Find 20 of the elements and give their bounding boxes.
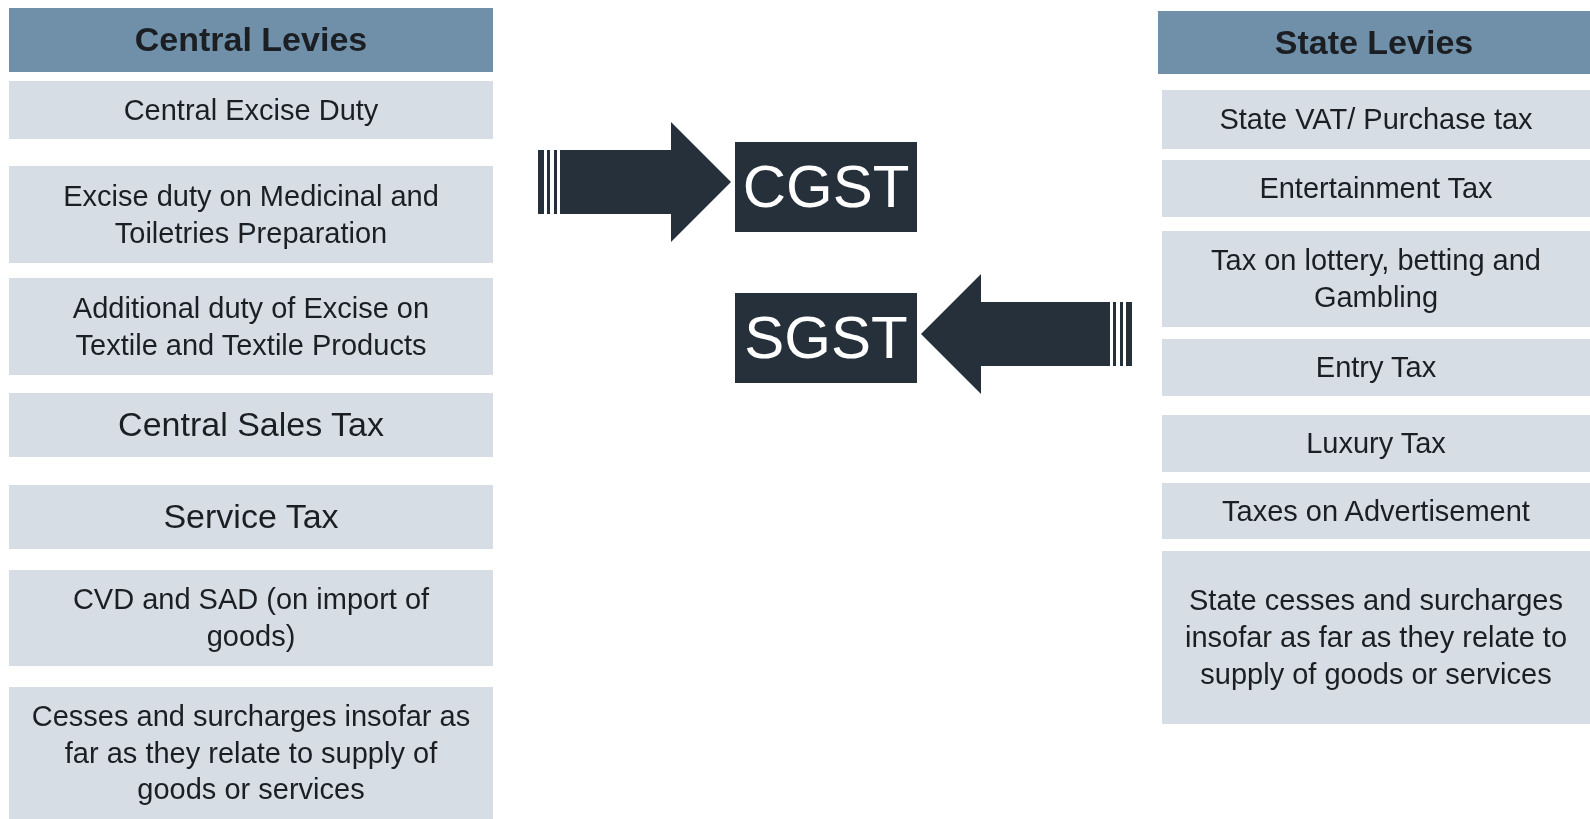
levy-box: Entertainment Tax xyxy=(1162,160,1590,217)
levy-box: Service Tax xyxy=(9,485,493,549)
column-header: State Levies xyxy=(1158,11,1590,74)
levy-box: Taxes on Advertisement xyxy=(1162,483,1590,539)
levy-box: Tax on lottery, betting and Gambling xyxy=(1162,231,1590,327)
levy-box: State VAT/ Purchase tax xyxy=(1162,90,1590,149)
levy-box: Central Excise Duty xyxy=(9,81,493,139)
levy-box: CVD and SAD (on import of goods) xyxy=(9,570,493,666)
levy-box: Luxury Tax xyxy=(1162,415,1590,472)
levy-box: Additional duty of Excise on Textile and Textile Products xyxy=(9,278,493,375)
block-arrow xyxy=(538,122,731,242)
levy-box: Central Sales Tax xyxy=(9,393,493,457)
levy-box: Cesses and surcharges insofar as far as they relate to supply of goods or services xyxy=(9,687,493,819)
levy-box: Entry Tax xyxy=(1162,339,1590,396)
block-arrow xyxy=(921,274,1132,394)
levy-box: State cesses and surcharges insofar as far as they relate to supply of goods or services xyxy=(1162,551,1590,724)
tax-box: SGST xyxy=(735,293,917,383)
levy-box: Excise duty on Medicinal and Toiletries Preparation xyxy=(9,166,493,263)
column-header: Central Levies xyxy=(9,8,493,72)
tax-box: CGST xyxy=(735,142,917,232)
